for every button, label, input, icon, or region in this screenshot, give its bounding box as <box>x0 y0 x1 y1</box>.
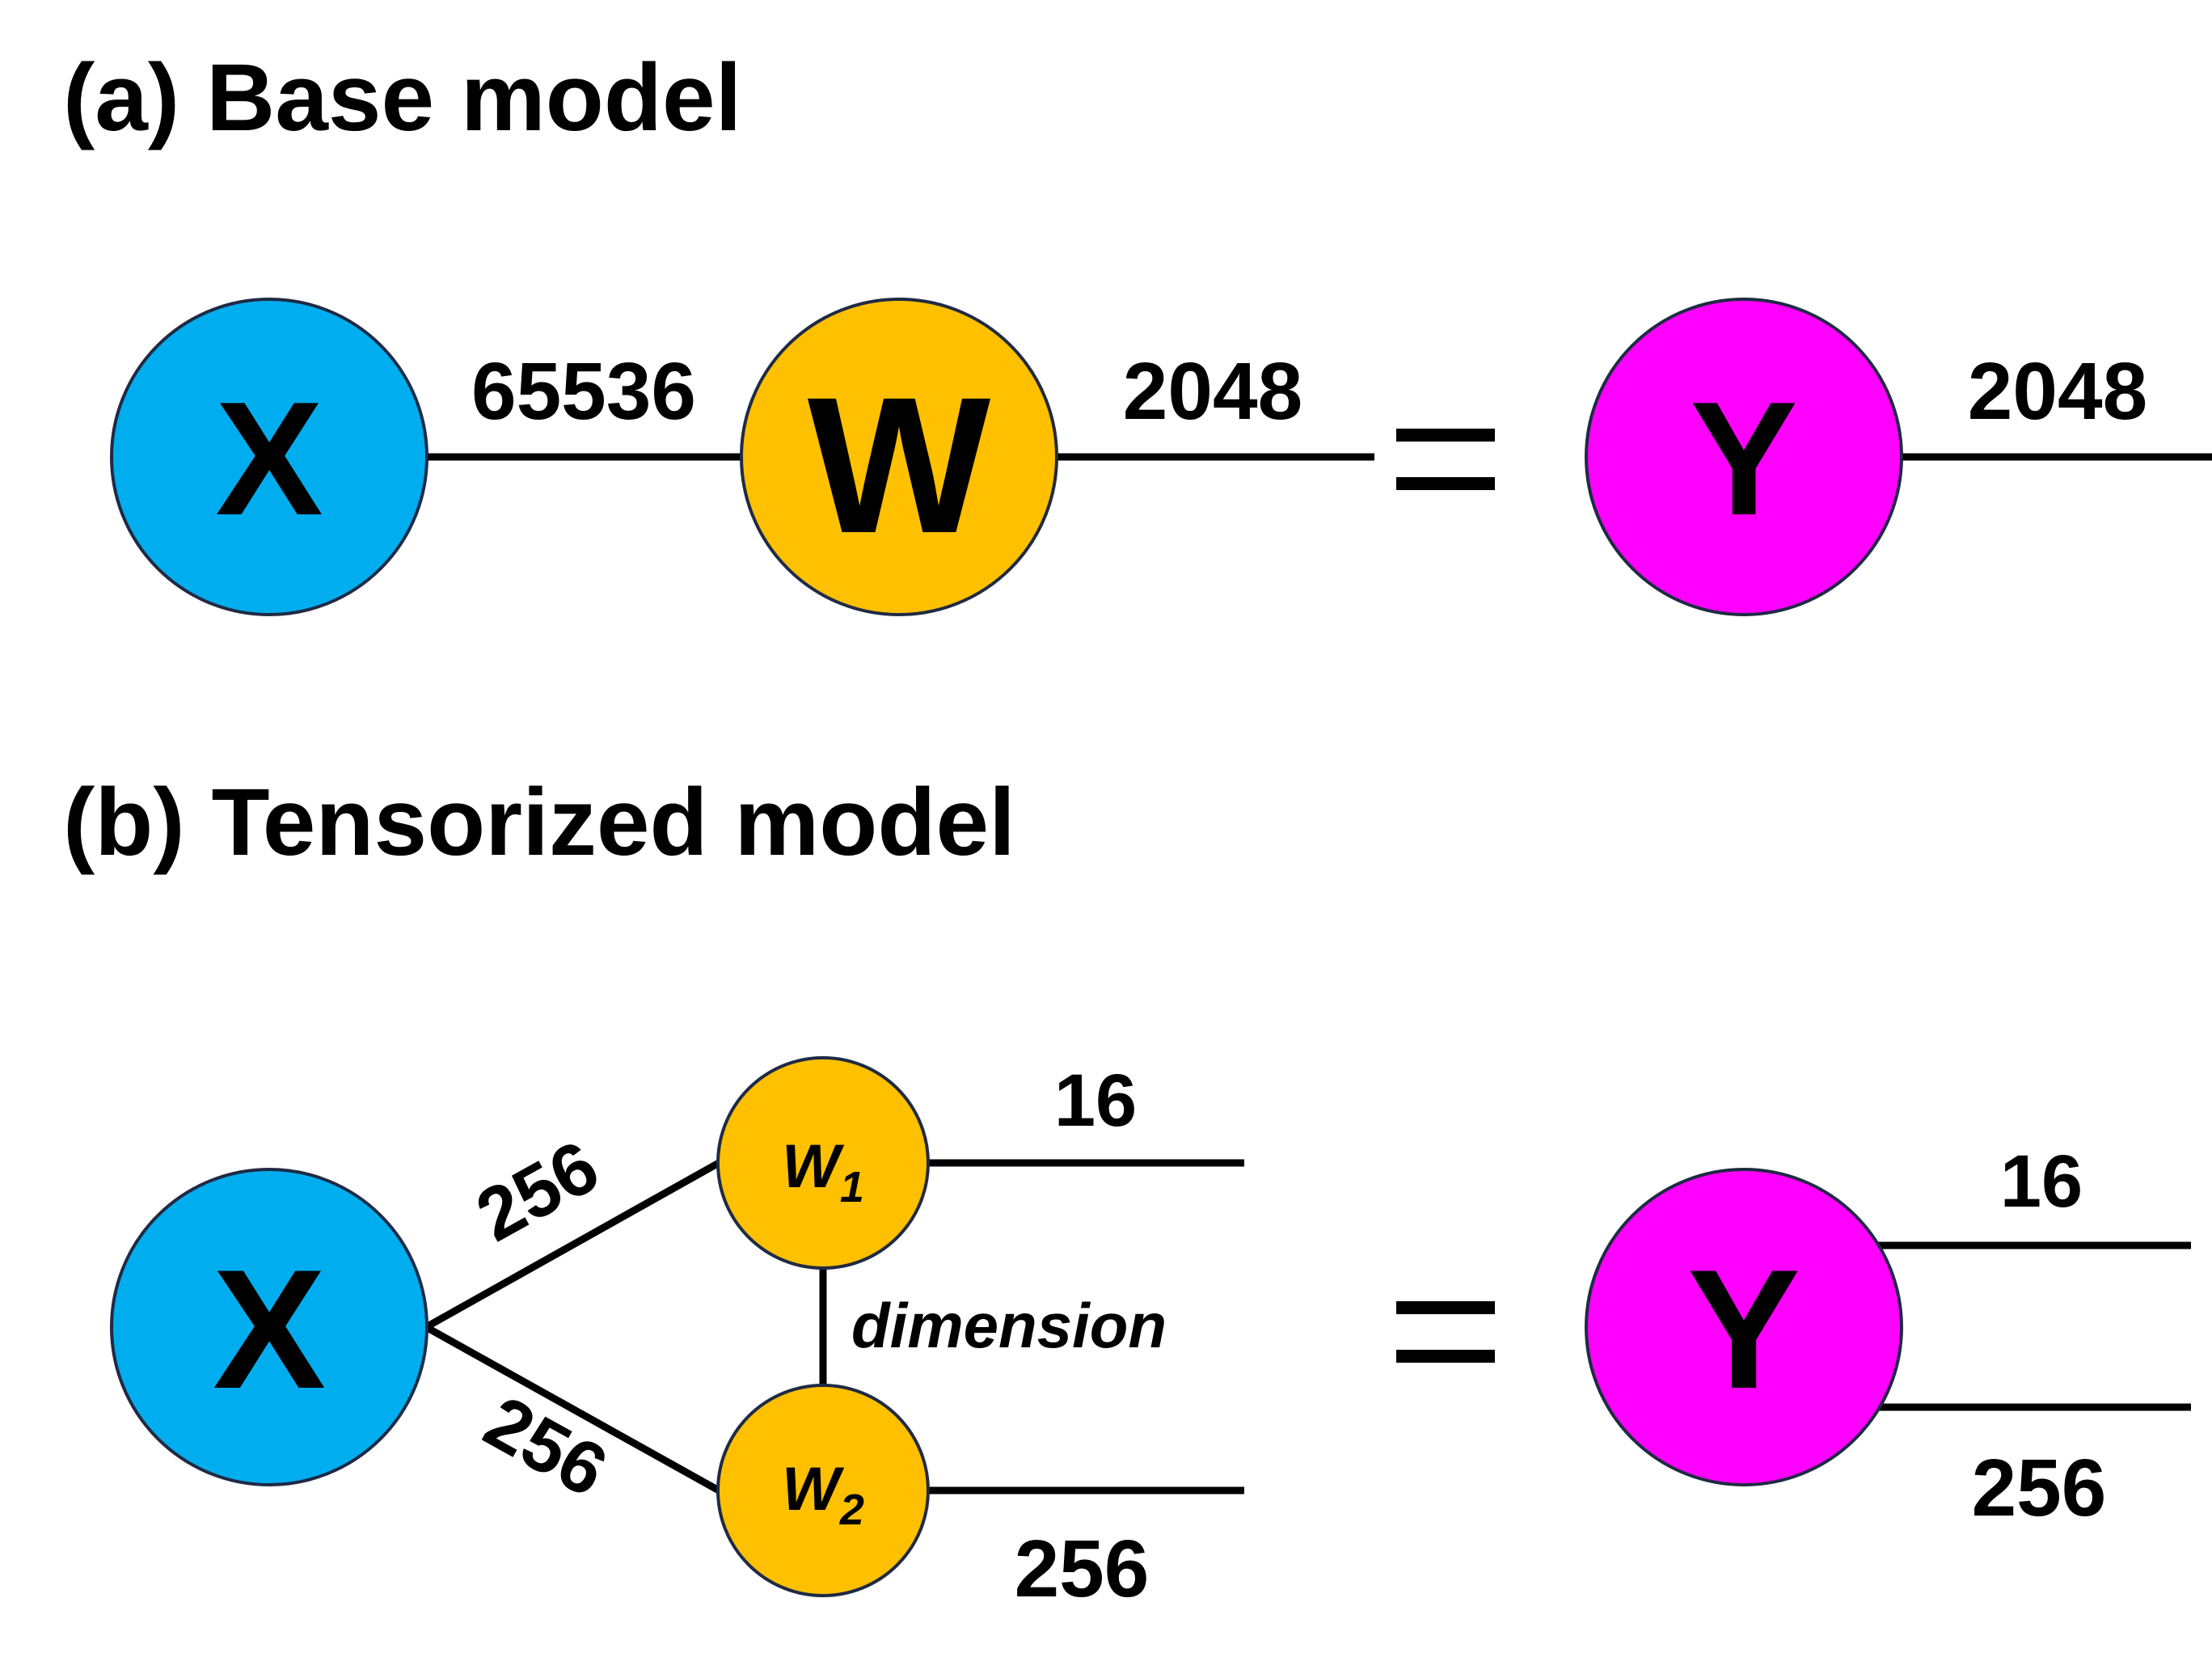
edge-w1-out-label: 16 <box>1054 1059 1137 1142</box>
panel-a: X W Y 65536 2048 2048 <box>110 298 2212 616</box>
edge-w2-out-label: 256 <box>1015 1524 1150 1614</box>
node-y-label: Y <box>1690 369 1797 549</box>
panel-b: X Y W1 W2 256 256 16 256 dimension 16 25… <box>110 1056 2191 1614</box>
node-w1-main: W <box>782 1132 845 1201</box>
node-w2 <box>716 1384 930 1597</box>
node-x-label: X <box>215 369 323 549</box>
node-x-b <box>110 1168 428 1486</box>
node-x <box>110 298 428 616</box>
panel-b-title: (b) Tensorized model <box>63 769 1015 876</box>
node-y-b <box>1585 1168 1903 1486</box>
node-w1-label: W1 <box>782 1132 864 1211</box>
panel-a-title: (a) Base model <box>63 44 742 151</box>
edge-y-out-top-label: 16 <box>2000 1140 2083 1223</box>
node-w1 <box>716 1056 930 1270</box>
node-w2-label: W2 <box>782 1455 864 1534</box>
equals-sign-a <box>1396 429 1495 490</box>
node-w-label: W <box>808 357 991 573</box>
edge-y-out-label: 2048 <box>1968 346 2147 437</box>
node-w2-subscript: 2 <box>839 1486 864 1534</box>
node-y-b-label: Y <box>1687 1234 1800 1424</box>
node-w1-subscript: 1 <box>840 1163 864 1211</box>
edge-x-w1 <box>424 1160 721 1330</box>
edge-x-w2-label: 256 <box>471 1380 620 1513</box>
edge-x-w2 <box>424 1324 721 1494</box>
equals-sign-b <box>1396 1301 1495 1363</box>
edge-w-out-label: 2048 <box>1123 346 1302 437</box>
node-y <box>1585 298 1903 616</box>
bond-dimension-label: dimension <box>851 1290 1167 1361</box>
node-w <box>740 298 1058 616</box>
node-w2-main: W <box>782 1455 845 1524</box>
edge-y-out-bottom-label: 256 <box>1972 1443 2107 1533</box>
node-x-b-label: X <box>213 1234 326 1424</box>
edge-x-w-label: 65536 <box>471 346 696 437</box>
